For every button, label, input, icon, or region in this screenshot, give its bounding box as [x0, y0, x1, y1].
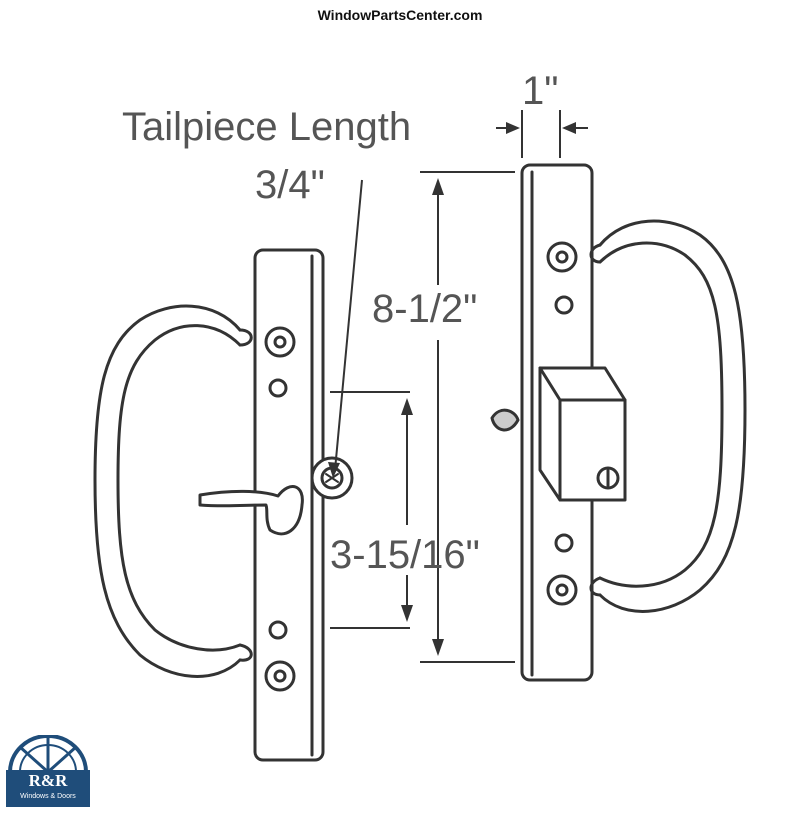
left-pull-handle — [93, 304, 253, 678]
tailpiece-length-label: Tailpiece Length — [122, 105, 411, 149]
logo-tagline: Windows & Doors — [20, 793, 76, 800]
width-dimension-label: 1" — [522, 69, 558, 113]
brand-logo: R&R Windows & Doors — [6, 735, 90, 807]
latch-lever — [198, 485, 304, 536]
tailpiece — [490, 408, 520, 432]
site-title: WindowParts­Center.com — [317, 7, 483, 23]
thumb-turn-housing — [538, 366, 627, 502]
tailpiece-length-value: 3/4" — [255, 163, 325, 207]
right-pull-handle — [589, 219, 747, 613]
logo-mark: R&R — [28, 771, 68, 790]
height-dimension-label: 8-1/2" — [372, 287, 477, 331]
window-arch-icon — [8, 735, 88, 773]
logo-badge — [6, 770, 90, 807]
hole-spacing-label: 3-15/16" — [330, 533, 480, 577]
dimension-lines — [328, 110, 588, 663]
